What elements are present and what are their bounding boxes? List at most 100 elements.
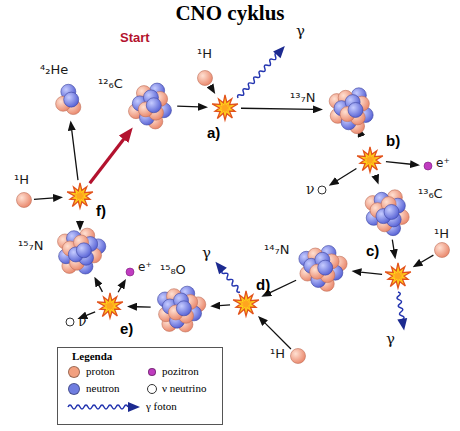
neutrino-label: ν	[306, 181, 315, 197]
nucleus: ¹²₆C	[125, 80, 176, 131]
reaction-burst: c)	[384, 262, 412, 290]
positron-particle: e⁺	[125, 267, 135, 277]
reaction-arrow	[361, 135, 363, 137]
neutron-ball	[146, 97, 161, 112]
reaction-burst-shape	[96, 292, 124, 320]
reaction-arrow	[118, 287, 121, 293]
neutrino-particle: ν	[317, 185, 327, 195]
reaction-arrow	[34, 198, 54, 199]
neutron-ball	[64, 92, 79, 107]
neutrino-label: ν	[78, 313, 87, 329]
gamma-wave	[234, 43, 288, 102]
gamma-arrowhead	[273, 43, 288, 59]
burst-outer	[212, 95, 238, 120]
gamma-wave-line	[237, 52, 280, 99]
reaction-burst: d)	[232, 290, 260, 318]
proton-ball	[435, 243, 450, 258]
burst-inner	[74, 190, 87, 203]
nucleus-label: ¹²₆C	[98, 76, 123, 91]
reaction-arrow	[219, 304, 230, 306]
burst-inner	[240, 298, 253, 311]
proton-label: ¹H	[270, 346, 285, 361]
reaction-arrow	[270, 280, 297, 293]
positron-dot	[424, 162, 432, 170]
neutron-ball	[318, 260, 333, 275]
burst-inner	[364, 154, 377, 167]
legend-text: pozitron	[162, 365, 199, 377]
gamma-arrowhead	[397, 318, 409, 331]
burst-outer	[385, 263, 411, 288]
start-arrow	[90, 138, 124, 183]
legend-text: neutron	[86, 382, 120, 394]
gamma-label: γ	[386, 330, 395, 348]
positron-label: e⁺	[138, 260, 152, 274]
legend-text: proton	[86, 365, 115, 377]
gamma-wave-line	[221, 269, 242, 293]
nucleus-label: ¹⁵₈O	[160, 262, 186, 277]
nucleus-label: ¹³₆C	[418, 186, 443, 201]
legend-swatch	[68, 366, 80, 378]
nucleus-shape	[153, 281, 208, 336]
proton-particle: ¹H	[434, 242, 450, 258]
reaction-burst-shape	[232, 290, 260, 318]
nucleus: ¹⁵₇N	[53, 223, 108, 278]
reaction-arrow	[386, 162, 411, 165]
neutron-ball	[384, 204, 399, 219]
nucleus-shape	[295, 241, 348, 294]
reaction-burst-shape	[356, 146, 384, 174]
proton-label: ¹H	[14, 172, 29, 187]
nucleus-shape	[53, 223, 108, 278]
neutron-ball	[76, 242, 91, 257]
neutrino-ring	[318, 186, 326, 194]
gamma-label: γ	[202, 244, 211, 262]
proton-particle: ¹H	[290, 348, 306, 364]
nucleus: ¹³₆C	[362, 186, 414, 238]
proton-label: ¹H	[434, 226, 449, 241]
proton-particle: ¹H	[197, 70, 213, 86]
proton-ball	[198, 71, 213, 86]
reaction-arrow	[241, 108, 314, 109]
reaction-burst: a)	[211, 94, 239, 122]
nucleus-shape	[326, 84, 378, 136]
proton-particle-shape	[290, 348, 306, 364]
step-label: f)	[96, 202, 106, 219]
burst-outer	[67, 183, 93, 208]
step-label: b)	[386, 132, 400, 149]
reaction-arrow	[420, 255, 433, 263]
nucleus-label: ⁴₂He	[40, 62, 68, 77]
neutron-ball	[348, 102, 363, 117]
gamma-wave-line	[396, 292, 404, 320]
proton-ball	[291, 349, 306, 364]
reaction-burst: e)	[96, 292, 124, 320]
neutrino-ring	[66, 318, 74, 326]
reaction-burst: b)	[356, 146, 384, 174]
reaction-arrow	[86, 312, 95, 316]
proton-label: ¹H	[197, 46, 212, 61]
step-label: a)	[207, 124, 220, 141]
proton-particle: ¹H	[16, 192, 32, 208]
nucleus-label: ¹⁴₇N	[264, 242, 289, 257]
nucleus-label: ¹³₇N	[290, 90, 315, 105]
reaction-arrow	[136, 306, 151, 308]
step-label: e)	[120, 320, 133, 337]
legend-neutrino-ring	[148, 385, 157, 394]
step-label: d)	[256, 276, 270, 293]
proton-ball	[17, 193, 32, 208]
reaction-burst-shape	[211, 94, 239, 122]
reaction-arrow	[177, 105, 199, 107]
reaction-arrow	[375, 174, 377, 176]
positron-particle-shape	[423, 161, 433, 171]
reaction-arrow	[72, 129, 78, 180]
nucleus-shape	[125, 80, 176, 131]
neutron-ball	[176, 300, 191, 315]
burst-inner	[104, 300, 117, 313]
reaction-arrow	[392, 240, 394, 251]
start-label: Start	[120, 30, 150, 45]
legend-text: γ foton	[146, 400, 177, 412]
nucleus: ¹³₇N	[326, 84, 378, 136]
nucleus-label: ¹⁵₇N	[18, 238, 43, 253]
step-label: c)	[366, 242, 379, 259]
burst-outer	[357, 147, 383, 172]
legend-text: ν neutrino	[162, 382, 206, 394]
